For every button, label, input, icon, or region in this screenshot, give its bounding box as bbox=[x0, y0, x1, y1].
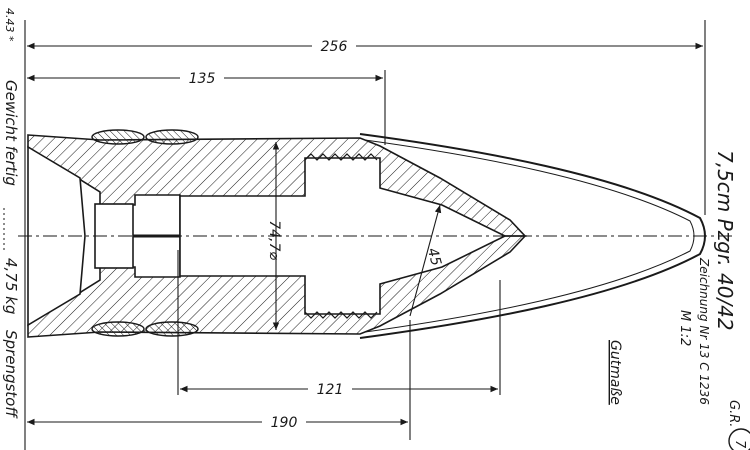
corner-left-label: 4.43 * bbox=[3, 8, 16, 42]
dim-cavity-diameter: 74,7⌀ bbox=[266, 220, 282, 260]
drawing-title: 7,5cm Pzgr. 40/42 bbox=[713, 150, 737, 331]
weight-label: Gewicht fertig bbox=[2, 80, 20, 186]
explosive-label: Sprengstoff bbox=[2, 330, 20, 419]
weight-value: 4,75 kg bbox=[2, 258, 20, 314]
drawing-scale: M 1:2 bbox=[677, 310, 692, 346]
corner-right-label: G.R. bbox=[726, 400, 741, 427]
dim-cavity-length: 121 bbox=[317, 382, 344, 398]
drawing-number: Zeichnung Nr 13 C 1236 bbox=[697, 257, 711, 405]
dim-body-length: 135 bbox=[189, 71, 216, 87]
dim-overall-length: 256 bbox=[321, 39, 348, 55]
dim-nose-radius: 45 bbox=[424, 246, 444, 267]
threads bbox=[304, 153, 378, 319]
stamp-circle bbox=[728, 428, 750, 450]
driving-bands bbox=[91, 129, 199, 337]
inner-cavity bbox=[179, 157, 507, 315]
note-label: Gutmaße bbox=[607, 340, 623, 405]
stamp-number: 7 bbox=[732, 440, 747, 449]
dim-rear-length: 190 bbox=[271, 415, 298, 431]
